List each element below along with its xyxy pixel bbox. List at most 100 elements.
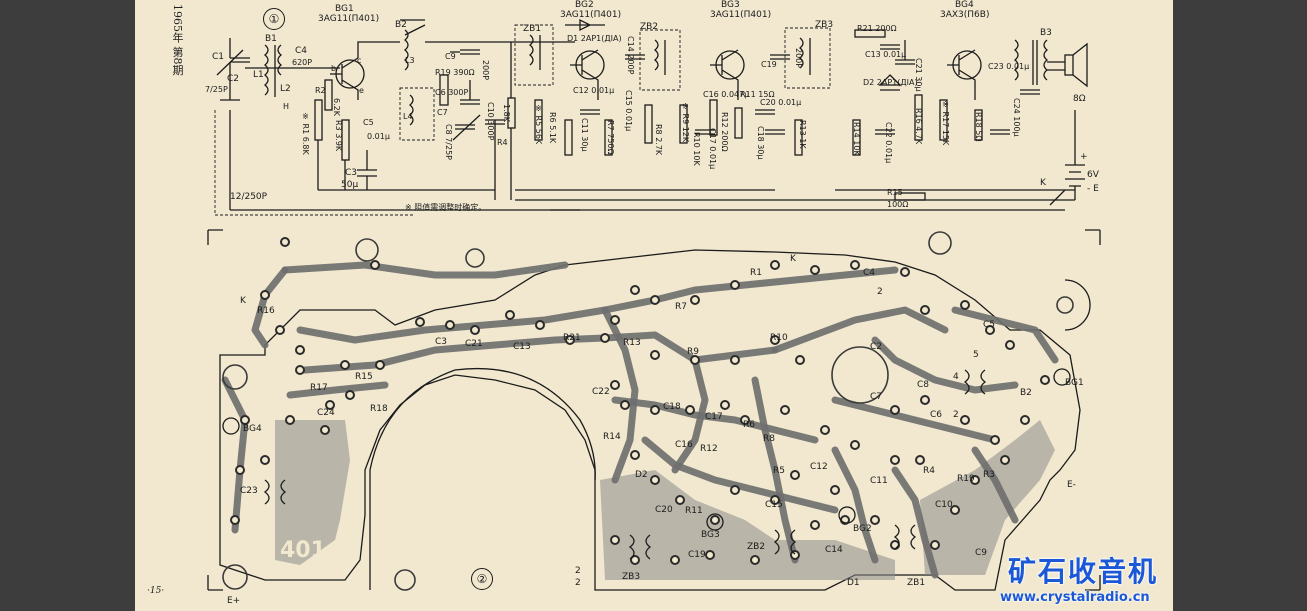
board-c14: C14 <box>825 545 843 555</box>
board-r6: R6 <box>743 420 755 430</box>
bg2-model: 3AG11(Π401) <box>560 10 622 20</box>
board-id: 401-A <box>280 538 353 563</box>
board-c8: C8 <box>917 380 930 390</box>
bg4-label: BG4 <box>955 0 974 10</box>
sch-c7: C7 <box>437 108 448 117</box>
board-two-d: 2 <box>953 410 959 420</box>
sch-r8: R8 2.7K <box>654 124 663 156</box>
board-zb2: ZB2 <box>747 542 766 552</box>
board-c24: C24 <box>317 408 335 418</box>
board-e-plus: E+ <box>227 596 241 606</box>
sch-l4: L4 <box>403 112 413 121</box>
board-k-top: K <box>790 254 796 264</box>
sch-c4: C4 <box>295 46 308 56</box>
board-zb3: ZB3 <box>622 572 641 582</box>
watermark-url: www.crystalradio.cn <box>1000 590 1150 605</box>
sch-r16: R16 4.7K <box>914 108 923 145</box>
sch-r14: R14 10K <box>852 122 861 156</box>
sch-c8: C8 7/25P <box>444 124 453 161</box>
left-viewer-background <box>0 0 135 611</box>
board-two-b: 2 <box>575 578 581 588</box>
figure-number-board: ② <box>471 568 493 590</box>
board-bg4: BG4 <box>243 424 262 434</box>
board-zb1: ZB1 <box>907 578 926 588</box>
board-r4: R4 <box>923 466 935 476</box>
board-c15: C15 <box>765 500 783 510</box>
sch-c14: C14 200P <box>626 36 635 75</box>
board-r5: R5 <box>773 466 785 476</box>
watermark-badge: 矿石收音机 www.crystalradio.cn <box>1000 548 1170 608</box>
board-c2: C2 <box>870 342 883 352</box>
sch-bottom-cap: 12/250P <box>230 192 268 202</box>
page-number: ·15· <box>147 586 165 596</box>
board-c18: C18 <box>663 402 681 412</box>
sch-c2: C2 <box>227 74 240 84</box>
sch-c10: C10 300P <box>486 102 495 141</box>
sch-r2: R2 <box>315 86 326 95</box>
sch-c1: C1 <box>212 52 225 62</box>
sch-c17: C17 0.01μ <box>708 128 717 170</box>
board-r21: R21 <box>563 333 581 343</box>
sch-zb2: ZB2 <box>640 22 659 32</box>
board-five: 5 <box>973 350 979 360</box>
board-c5: C5 <box>983 320 996 330</box>
sch-r11: R11 15Ω <box>740 90 775 99</box>
board-d2: D2 <box>635 470 648 480</box>
sch-r15-value: 100Ω <box>887 200 909 209</box>
sch-c16: C16 0.047μ <box>703 90 750 99</box>
sch-l2: L2 <box>280 84 291 94</box>
sch-battery-plus: + <box>1080 152 1088 162</box>
board-r1: R1 <box>750 268 762 278</box>
board-c6: C6 <box>930 410 943 420</box>
sch-c5-value: 0.01μ <box>367 132 390 141</box>
board-c22: C22 <box>592 387 610 397</box>
sch-c15: C15 0.01μ <box>624 90 633 132</box>
bg1-label: BG1 <box>335 4 354 14</box>
sch-c9-value: 200P <box>481 60 490 81</box>
sch-r4-value: 1.8K <box>502 104 511 122</box>
board-r8: R8 <box>763 434 775 444</box>
sch-c11: C11 30μ <box>580 118 589 152</box>
board-c19: C19 <box>688 550 706 560</box>
board-b2: B2 <box>1020 388 1032 398</box>
sch-r1: ※ R1 6.8K <box>301 112 310 155</box>
board-c20: C20 <box>655 505 673 515</box>
sch-d1: D1 2AP1(ДIA) <box>567 34 622 43</box>
board-e-minus: E- <box>1067 480 1076 490</box>
sch-r4: R4 <box>497 138 508 147</box>
sch-pin-e: e <box>359 86 364 95</box>
sch-r18: R18 5Ω <box>974 112 983 142</box>
page-drawing <box>207 18 1101 591</box>
board-c4: C4 <box>863 268 876 278</box>
board-bg1: BG1 <box>1065 378 1084 388</box>
bg3-label: BG3 <box>721 0 740 10</box>
sch-b3: B3 <box>1040 28 1052 38</box>
pcb-layout <box>207 229 1101 591</box>
bg3-model: 3AG11(Π401) <box>710 10 772 20</box>
sch-c21: C21 30μ <box>914 58 923 92</box>
sch-r13: R13 1K <box>798 120 807 149</box>
sch-r12: R12 200Ω <box>720 112 729 152</box>
board-r16: R16 <box>257 306 275 316</box>
sch-r6: R6 5.1K <box>548 112 557 144</box>
board-d1: D1 <box>847 578 860 588</box>
scanned-page: 1965年 第8期 ·15· <box>135 0 1173 611</box>
sch-c12: C12 0.01μ <box>573 86 615 95</box>
board-c3: C3 <box>435 337 448 347</box>
board-r18: R18 <box>370 404 388 414</box>
board-two-c: 2 <box>877 287 883 297</box>
board-c12: C12 <box>810 462 828 472</box>
sch-r15: R15 <box>887 188 903 197</box>
board-r13: R13 <box>623 338 641 348</box>
sch-c22: C22 0.01μ <box>884 122 893 164</box>
sch-c3-value: 50μ <box>341 180 359 190</box>
sch-c13: C13 0.01μ <box>865 50 907 59</box>
sch-pin-c: c <box>357 56 362 65</box>
board-r11: R11 <box>685 506 703 516</box>
sch-c1-value: 7/25P <box>205 85 228 94</box>
sch-c6: C6 300P <box>435 88 469 97</box>
board-two-a: 2 <box>575 566 581 576</box>
sch-r21: R21 200Ω <box>857 24 897 33</box>
board-c16: C16 <box>675 440 693 450</box>
board-r10: R10 <box>770 333 788 343</box>
